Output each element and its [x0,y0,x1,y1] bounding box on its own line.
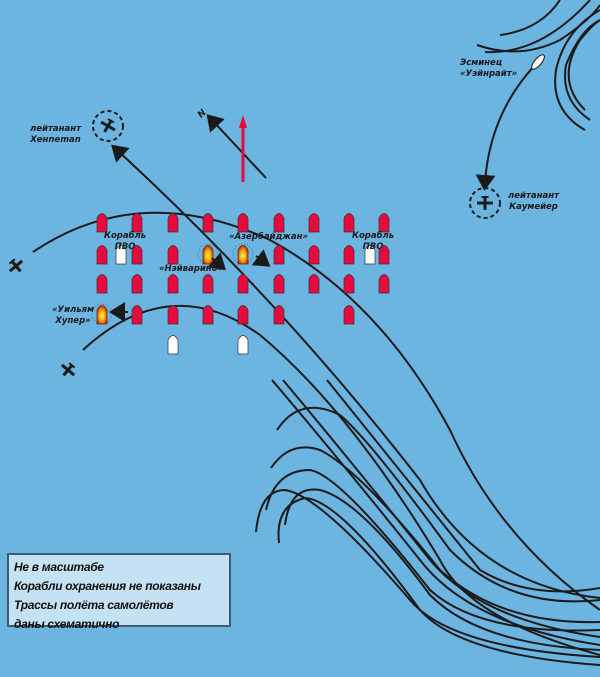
merchant-ship-icon [96,245,108,265]
merchant-ship-icon [273,213,285,233]
merchant-ship-icon [343,245,355,265]
merchant-ship-icon [308,213,320,233]
note-line: даны схематично [14,617,120,631]
merchant-ship-icon [273,245,285,265]
merchant-ship-icon [167,213,179,233]
attack-arrow-icon [207,252,227,271]
merchant-ship-icon [202,213,214,233]
merchant-ship-icon [96,213,108,233]
merchant-ship-icon [237,305,249,325]
merchant-ship-icon [167,245,179,265]
hanneman-circle [92,110,501,219]
aircraft-track [282,379,600,638]
aircraft-track [32,211,600,611]
legend-note-box: Не в масштабе Корабли охранения не показ… [7,553,231,631]
merchant-ship-icon [96,274,108,294]
aircraft-track [82,304,600,656]
merchant-ship-icon [167,305,179,325]
escort-ship-icon [237,335,249,355]
note-line: Не в масштабе [14,560,104,574]
destroyer-wainwright-icon [531,54,545,70]
merchant-ship-icon [131,213,143,233]
burning-ship-icon [91,303,113,325]
escort-ship-icon [115,245,127,265]
label-line: ПВО [362,242,384,252]
label-hanneman: лейтанант Хенneman [30,124,81,146]
escort-ship-icon [364,245,376,265]
compass [206,114,267,182]
aircraft-track [271,379,600,646]
label-line: Корабль [104,231,147,241]
merchant-ship-icon [378,213,390,233]
label-aa-ship-right: Корабль ПВО [352,231,394,253]
destroyer-wake [554,9,600,131]
aircraft-icon [60,362,76,377]
destroyer-wake [484,0,591,54]
label-line: лейтанант [508,191,560,201]
aircraft-track [265,468,600,632]
label-line: Хенneman [30,135,81,145]
label-line: Хупер» [55,316,91,326]
merchant-ship-icon [202,305,214,325]
label-line: Каумейер [509,202,558,212]
hanneman-track [111,144,600,599]
burning-ship-icon [232,243,254,265]
label-navarino: «Нэйварино» [159,264,224,274]
label-line: «Уильям [52,305,95,315]
merchant-ship-icon [167,274,179,294]
label-line: Эсминец [460,58,503,68]
merchant-ship-icon [308,274,320,294]
aircraft-track [255,488,600,658]
merchant-ship-icon [378,245,390,265]
merchant-ship-icon [273,305,285,325]
label-kaumeyer: лейтанант Каумейер [508,191,559,213]
merchant-ship-icon [131,245,143,265]
aircraft-track [276,406,600,603]
label-line: лейтанант [30,124,82,134]
aircraft-track [326,379,600,593]
merchant-ship-icon [343,213,355,233]
label-line: Корабль [352,231,395,241]
destroyer-wake [476,4,600,53]
note-line: Трассы полёта самолётов [14,598,174,612]
note-line: Корабли охранения не показаны [14,579,201,593]
aircraft-icon [477,196,493,210]
merchant-ship-icon [131,305,143,325]
merchant-ship-icon [273,274,285,294]
aircraft-track [284,488,600,651]
destroyer-wake [499,0,561,36]
aircraft-track [270,446,600,624]
merchant-ship-icon [237,213,249,233]
merchant-ship-icon [202,274,214,294]
destroyer-wake [564,19,600,121]
aircraft-icon [8,258,24,273]
label-wainwright: Эсминец «Уэйнрайт» [460,58,517,80]
merchant-ship-icon [237,274,249,294]
label-line: «Уэйнрайт» [460,69,518,79]
merchant-ship-icon [378,274,390,294]
merchant-ship-icon [308,245,320,265]
attack-arrow-icon [251,249,271,267]
merchant-ship-icon [343,305,355,325]
merchant-ship-icon [131,274,143,294]
label-line: ПВО [114,242,136,252]
label-azerbaijan: «Азербайджан» [229,232,308,242]
aircraft-icon [100,118,116,133]
label-aa-ship-left: Корабль ПВО [104,231,146,253]
label-william-hooper: «Уильям Хупер» [52,305,94,327]
destroyer-wake [567,19,600,111]
kaumeyer-track [475,59,541,191]
merchant-ship-icon [343,274,355,294]
escort-ship-icon [167,335,179,355]
